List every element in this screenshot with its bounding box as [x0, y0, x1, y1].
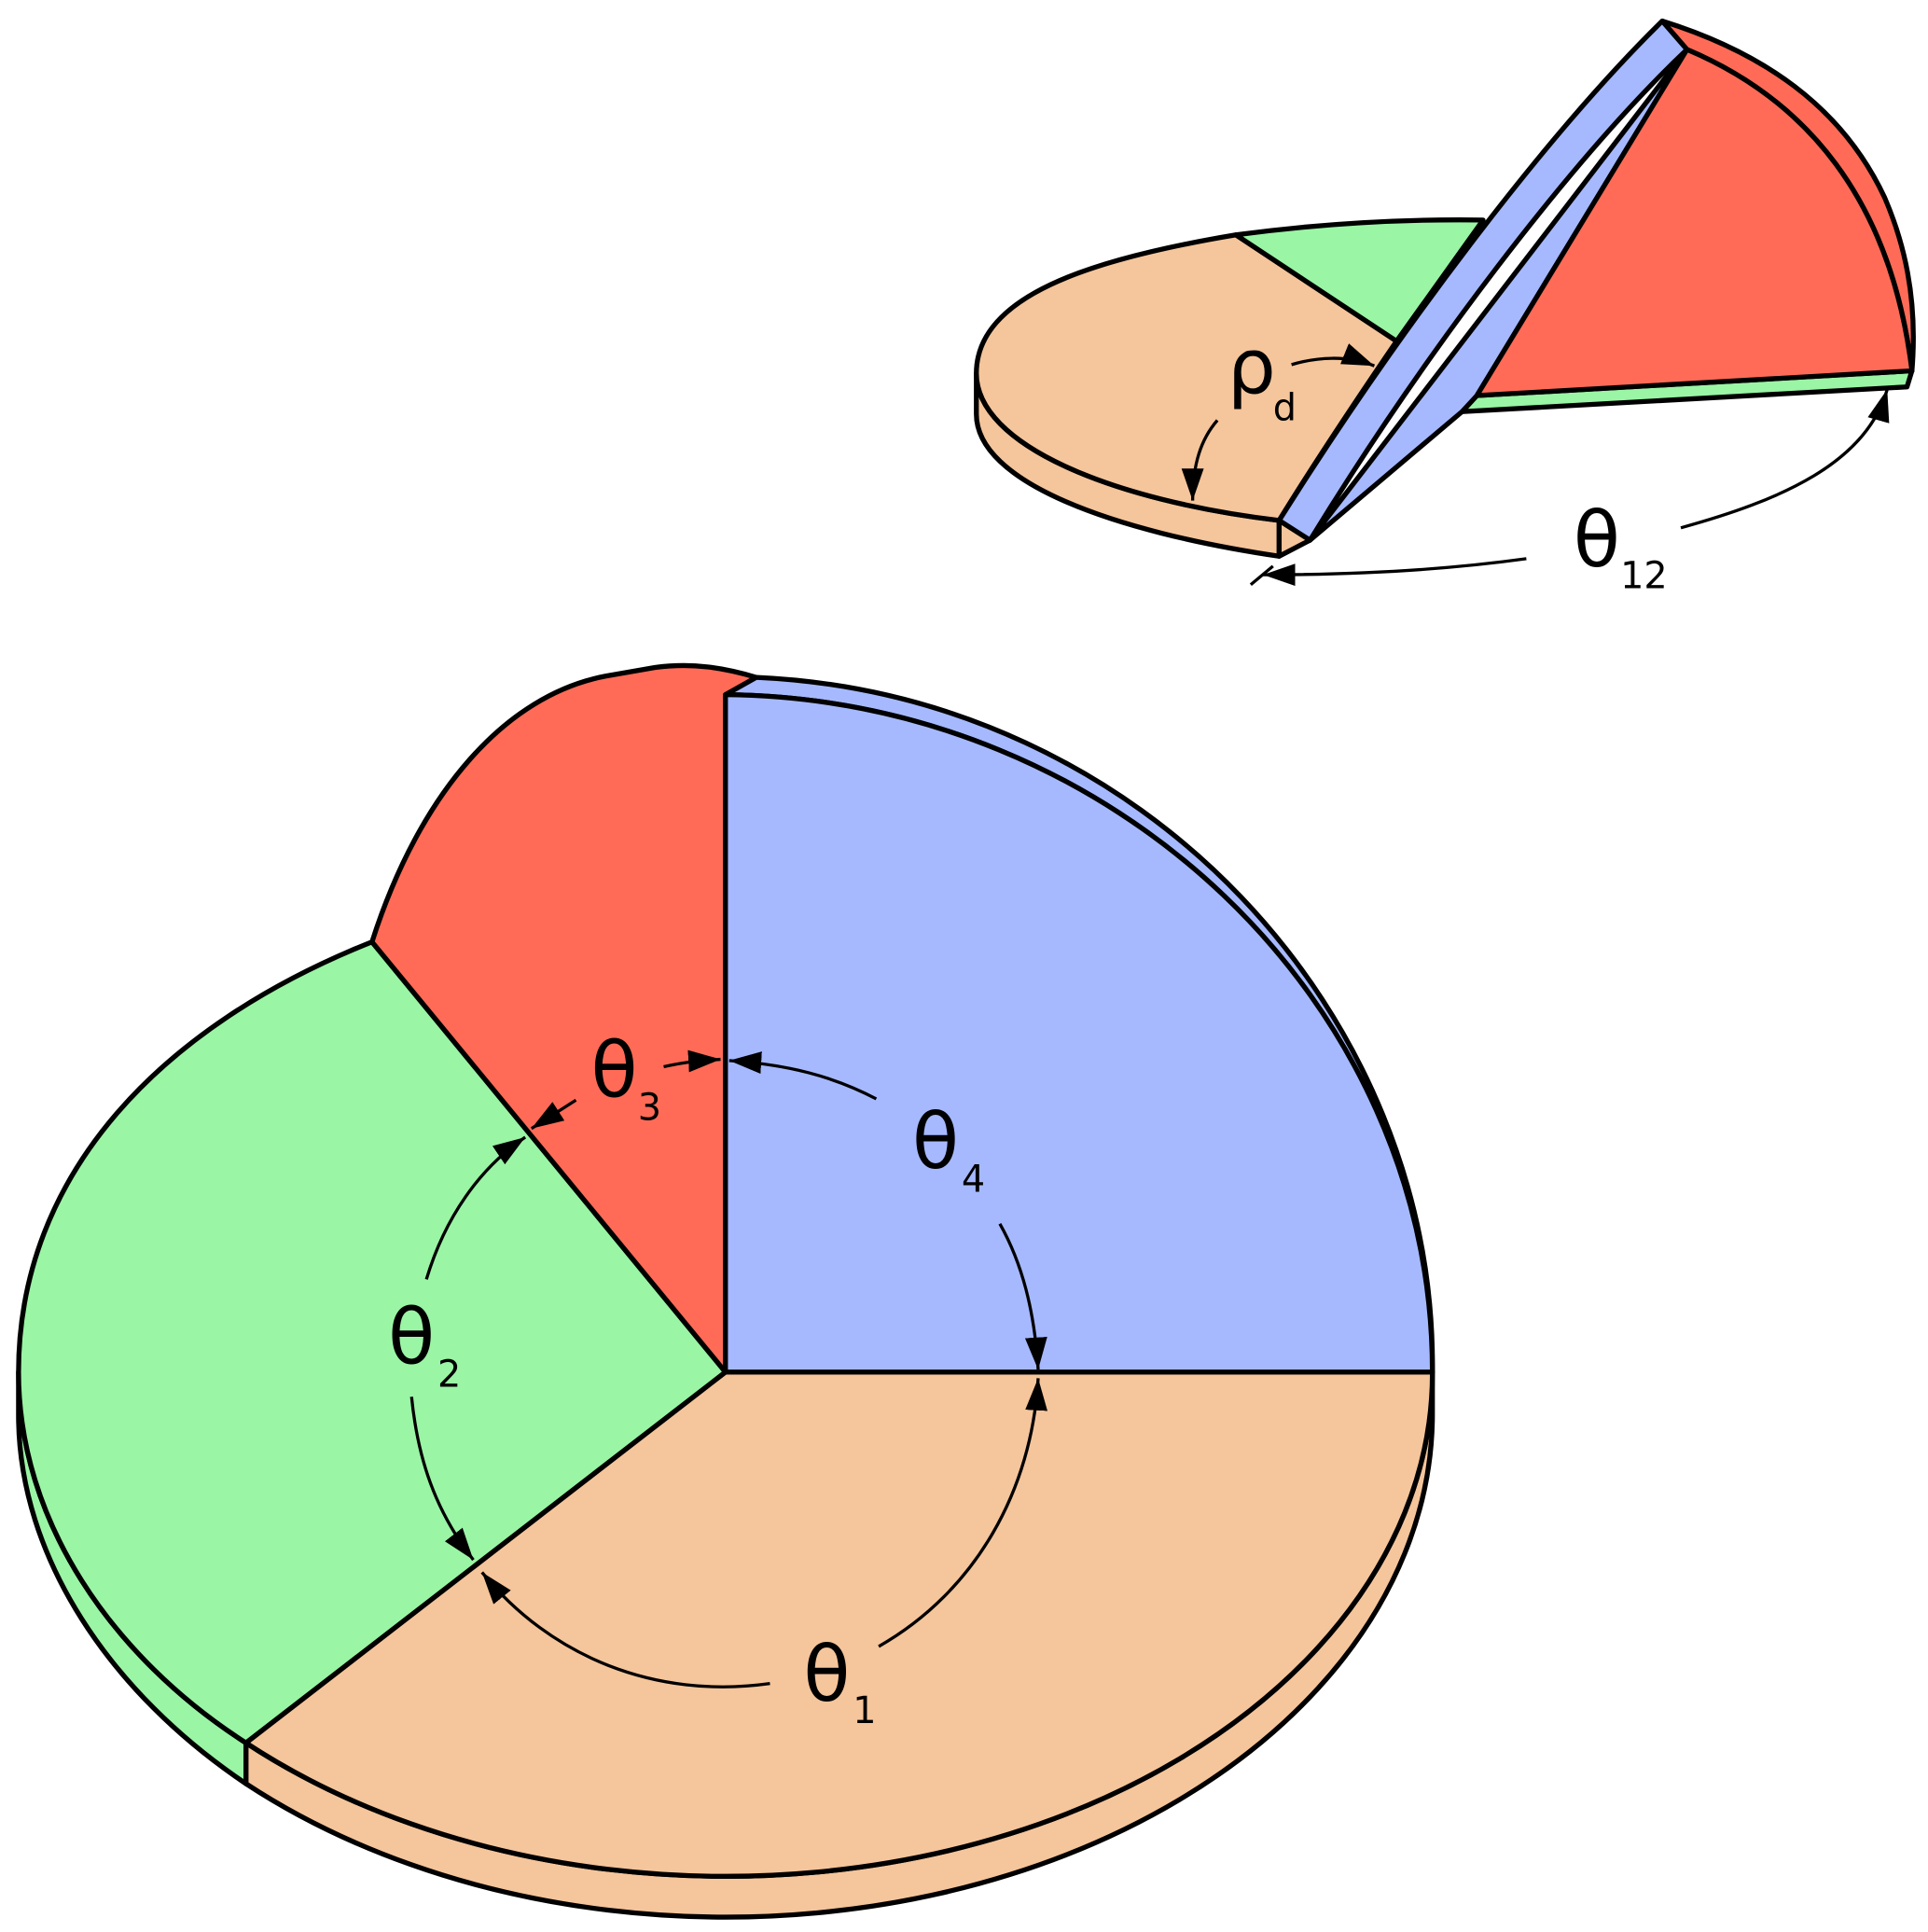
theta1-label: θ: [803, 1631, 850, 1719]
theta12-label: θ: [1574, 496, 1620, 585]
theta2-subscript: 2: [437, 1354, 461, 1397]
theta2-label: θ: [388, 1293, 435, 1382]
theta4-arrow-top: [728, 1051, 878, 1101]
inset-green-sector: [1233, 217, 1486, 344]
theta4-label: θ: [912, 1098, 959, 1187]
theta12-arrow-right: [1680, 388, 1890, 530]
theta3-arrow-right: [663, 1049, 721, 1073]
theta2-arrow-top: [424, 1135, 527, 1280]
rho-d-subscript: d: [1273, 387, 1297, 430]
inset-disc-figure: ρ d θ 12: [974, 18, 1916, 598]
theta3-label: θ: [590, 1026, 637, 1115]
theta3-subscript: 3: [638, 1086, 661, 1129]
theta1-subscript: 1: [853, 1689, 876, 1732]
theta4-subscript: 4: [962, 1158, 985, 1201]
inset-red-sector: [1474, 47, 1915, 398]
theta12-tick: [1249, 564, 1274, 587]
green-sector-theta2: [16, 939, 728, 1745]
peach-sector-theta1: [243, 1369, 1436, 1879]
theta2-arrow-bottom: [409, 1397, 475, 1562]
theta1-arrow-left: [480, 1571, 770, 1689]
main-disc-figure: θ 3 θ 4 θ 2 θ 1: [16, 662, 1436, 1920]
theta12-subscript: 12: [1620, 555, 1668, 598]
theta3-arrow-left: [530, 1098, 577, 1131]
red-sector-theta3: [369, 662, 759, 1375]
theta12-arrow-left: [1263, 557, 1527, 587]
blue-sector-theta4: [723, 692, 1436, 1375]
rho-d-arrow-down: [1181, 419, 1219, 501]
theta1-arrow-right: [878, 1378, 1047, 1648]
rho-d-arrow-right: [1291, 343, 1376, 368]
rho-d-label: ρ: [1228, 323, 1276, 411]
theta4-arrow-bottom: [998, 1222, 1047, 1370]
